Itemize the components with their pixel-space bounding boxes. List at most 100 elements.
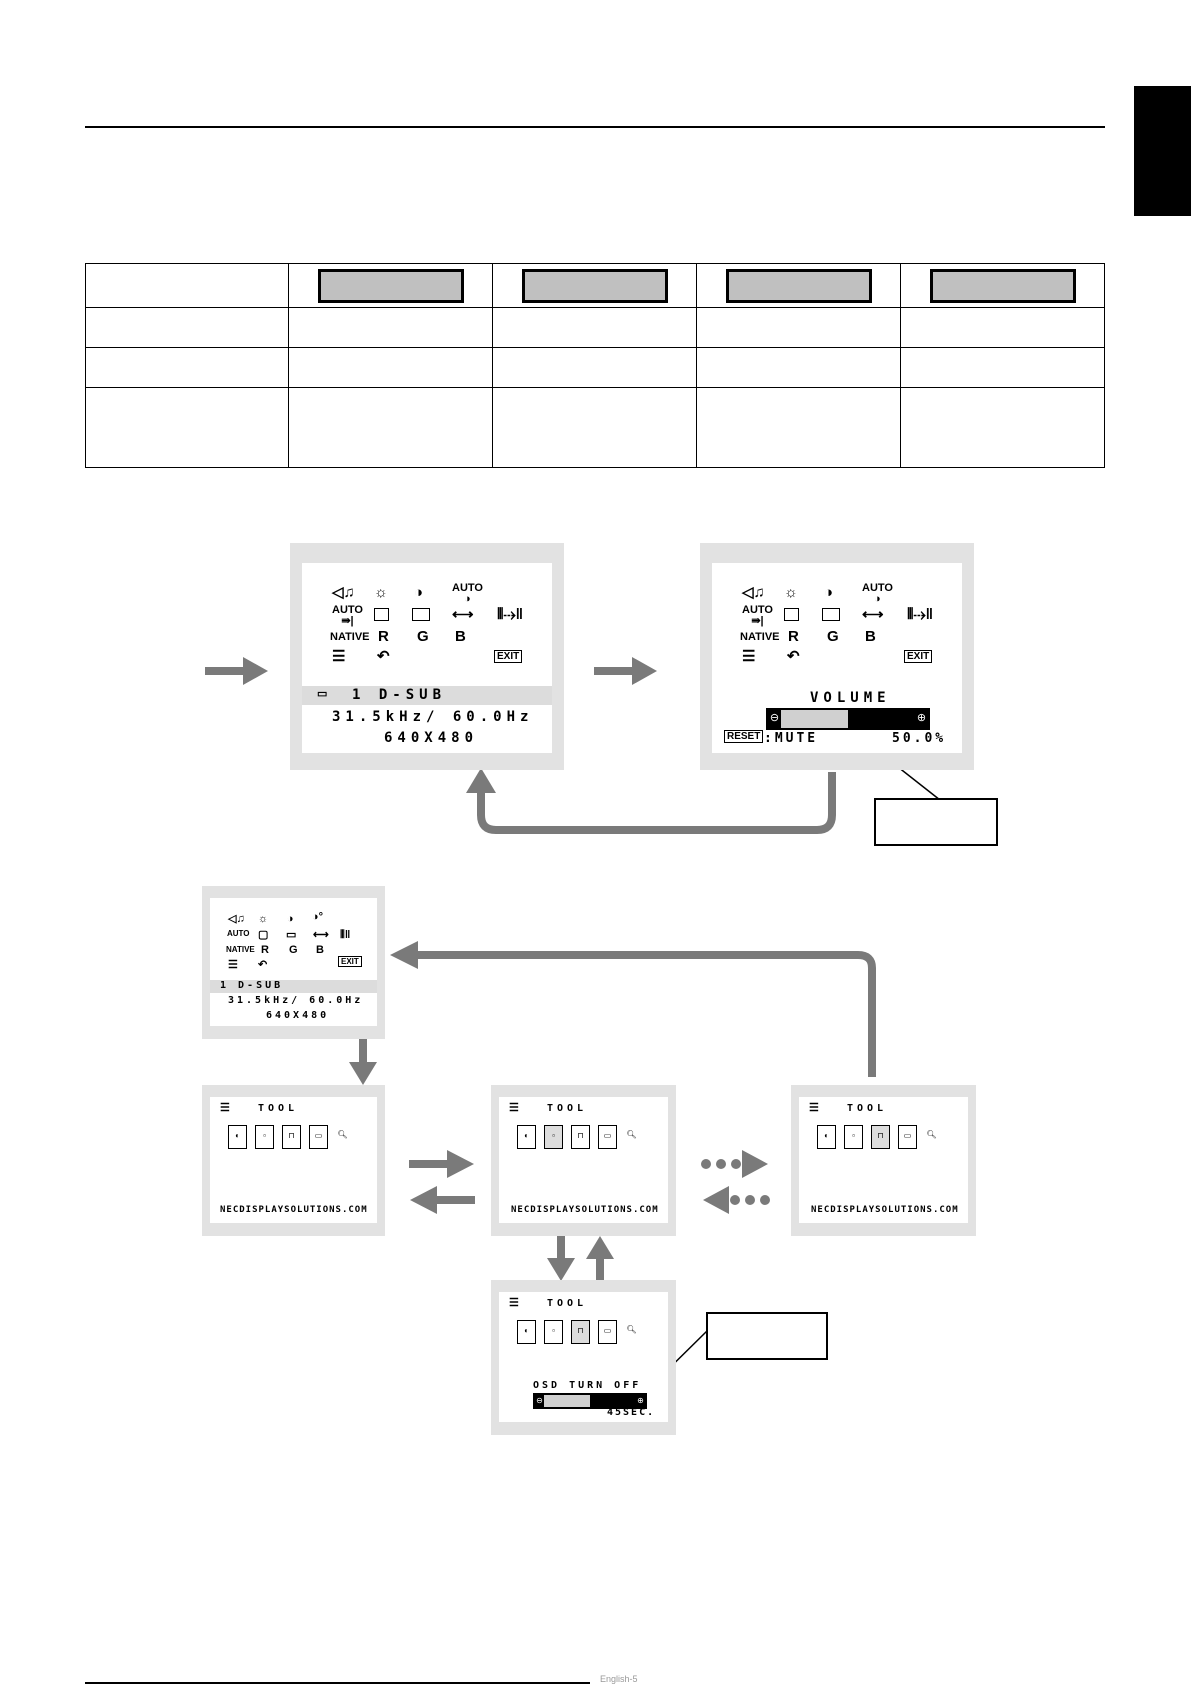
exit-icon: EXIT xyxy=(494,647,523,663)
native-icon: NATIVE xyxy=(740,631,780,643)
information-icon: 🔍︎ xyxy=(626,1130,637,1139)
tool-icon: ☰ xyxy=(220,1102,230,1114)
arrow-up-icon xyxy=(596,1256,604,1286)
arrow-right-icon xyxy=(447,1150,474,1178)
button-graphic xyxy=(521,268,668,303)
red-icon: R xyxy=(788,628,799,645)
arrow-down-icon xyxy=(349,1062,377,1085)
minus-icon[interactable]: ⊖ xyxy=(768,710,781,728)
osd-screen: ☰ TOOL ◐ ▫ ⊓ ▭ 🔍︎ NECDISPLAYSOLUTIONS.CO… xyxy=(210,1097,377,1223)
osd-turn-off-icon: ⊓ xyxy=(571,1320,590,1344)
slider-track xyxy=(590,1395,636,1407)
input-band xyxy=(302,686,552,705)
contrast-icon: ◑ xyxy=(824,584,834,601)
table-cell xyxy=(696,387,901,468)
osd-screen: ◁♫ ☼ ◑ ◑° AUTO ▢ ▭ ⟷ ⦀‖ NATIVE R G B ☰ ↶… xyxy=(210,898,377,1026)
resolution-text: 640X480 xyxy=(384,730,479,746)
table-cell xyxy=(696,347,901,388)
left-right-icon xyxy=(374,608,389,624)
osd-screen: ☰ TOOL ◐ ▫ ⊓ ▭ 🔍︎ NECDISPLAYSOLUTIONS.CO… xyxy=(499,1097,668,1223)
exit-icon: EXIT xyxy=(904,647,933,663)
resolution-text: 640X480 xyxy=(266,1010,330,1021)
osd-tool-menu-1: ☰ TOOL ◐ ▫ ⊓ ▭ 🔍︎ NECDISPLAYSOLUTIONS.CO… xyxy=(202,1085,385,1236)
reset-icon: RESET xyxy=(724,730,764,743)
volume-slider[interactable]: ⊖ ⊕ xyxy=(766,708,930,730)
slider-fill xyxy=(544,1395,590,1407)
website-url: NECDISPLAYSOLUTIONS.COM xyxy=(511,1205,659,1215)
h-size-icon: ⟷ xyxy=(862,606,884,623)
osd-screen: ☰ TOOL ◐ ▫ ⊓ ▭ 🔍︎ OSD TURN OFF ⊖ ⊕ 45SEC… xyxy=(499,1292,668,1422)
left-right-icon: ▢ xyxy=(258,929,269,941)
arrow-left-icon xyxy=(390,941,418,969)
osd-turn-off-title: OSD TURN OFF xyxy=(533,1380,642,1391)
osd-turn-off-slider[interactable]: ⊖ ⊕ xyxy=(533,1393,647,1409)
green-icon: G xyxy=(289,944,298,956)
header-rule xyxy=(85,126,1105,128)
osd-tool-menu-3: ☰ TOOL ◐ ▫ ⊓ ▭ 🔍︎ NECDISPLAYSOLUTIONS.CO… xyxy=(791,1085,976,1236)
table-header-cell xyxy=(492,263,697,308)
arrow-right-icon xyxy=(742,1150,768,1178)
osd-main-menu-small: ◁♫ ☼ ◑ ◑° AUTO ▢ ▭ ⟷ ⦀‖ NATIVE R G B ☰ ↶… xyxy=(202,886,385,1039)
osd-turn-off-value: 45SEC. xyxy=(607,1407,656,1418)
audio-icon: ◁♫ xyxy=(332,584,355,601)
osd-lock-icon: ⊓ xyxy=(571,1125,590,1149)
auto-contrast-icon: AUTO◑ xyxy=(452,582,483,605)
osd-main-menu: ◁♫ ☼ ◑ AUTO◑ AUTO⇛| ⟷ ⦀⇢‖ NATIVE R G B ☰… xyxy=(290,543,564,770)
auto-adjust-icon: AUTO⇛| xyxy=(332,604,363,627)
language-icon: ◐ xyxy=(517,1125,536,1149)
tool-title: TOOL xyxy=(258,1103,299,1114)
down-up-icon xyxy=(822,608,840,624)
tool-icon: ☰ xyxy=(509,1297,519,1309)
input-label: 1 D-SUB xyxy=(352,687,447,703)
input-label: 1 D-SUB xyxy=(220,980,284,991)
arrow-up-icon xyxy=(466,768,496,793)
controls-table xyxy=(85,263,1105,468)
blue-icon: B xyxy=(316,944,324,956)
fine-icon: ⦀⇢‖ xyxy=(497,606,524,623)
arrow-left-icon xyxy=(703,1186,729,1214)
auto-contrast-icon: ◑° xyxy=(312,911,324,923)
footer-page-label: English-5 xyxy=(600,1674,638,1684)
website-url: NECDISPLAYSOLUTIONS.COM xyxy=(220,1205,368,1215)
arrow-down-icon xyxy=(557,1232,565,1262)
tool-title: TOOL xyxy=(547,1298,588,1309)
language-side-tab xyxy=(1134,86,1191,216)
volume-value: 50.0% xyxy=(892,731,947,746)
arrow-left-icon xyxy=(435,1196,475,1204)
mute-label: :MUTE xyxy=(764,731,819,746)
red-icon: R xyxy=(261,944,269,956)
tool-icon: ☰ xyxy=(509,1102,519,1114)
table-cell xyxy=(492,347,697,388)
auto-adjust-icon: AUTO⇛| xyxy=(742,604,773,627)
factory-preset-icon: ↶ xyxy=(787,648,800,665)
brightness-icon: ☼ xyxy=(374,584,388,601)
minus-icon[interactable]: ⊖ xyxy=(535,1395,544,1407)
down-up-icon: ▭ xyxy=(286,929,297,941)
information-icon: 🔍︎ xyxy=(626,1325,637,1334)
down-up-icon xyxy=(412,608,430,624)
tool-icon: ☰ xyxy=(228,959,238,971)
factory-preset-icon: ↶ xyxy=(377,648,390,665)
information-icon: 🔍︎ xyxy=(926,1130,937,1139)
contrast-icon: ◑ xyxy=(287,913,294,925)
osd-turn-off-menu: ☰ TOOL ◐ ▫ ⊓ ▭ 🔍︎ OSD TURN OFF ⊖ ⊕ 45SEC… xyxy=(491,1280,676,1435)
osd-position-icon: ▫ xyxy=(255,1125,274,1149)
arrow-down-icon xyxy=(359,1036,367,1064)
osd-tool-menu-2: ☰ TOOL ◐ ▫ ⊓ ▭ 🔍︎ NECDISPLAYSOLUTIONS.CO… xyxy=(491,1085,676,1236)
table-header-cell xyxy=(900,263,1105,308)
plus-icon[interactable]: ⊕ xyxy=(636,1395,645,1407)
arrow-right-icon xyxy=(632,657,657,685)
language-icon: ◐ xyxy=(517,1320,536,1344)
plus-icon[interactable]: ⊕ xyxy=(915,710,928,728)
volume-title: VOLUME xyxy=(810,690,891,706)
language-icon: ◐ xyxy=(228,1125,247,1149)
arrow-down-icon xyxy=(547,1258,575,1281)
h-size-icon: ⟷ xyxy=(313,929,329,941)
resolution-notifier-icon: ▭ xyxy=(598,1320,617,1344)
left-right-icon xyxy=(784,608,799,624)
input-band xyxy=(210,980,377,993)
table-header-cell xyxy=(288,263,493,308)
auto-adjust-icon: AUTO xyxy=(227,929,250,938)
audio-icon: ◁♫ xyxy=(742,584,765,601)
